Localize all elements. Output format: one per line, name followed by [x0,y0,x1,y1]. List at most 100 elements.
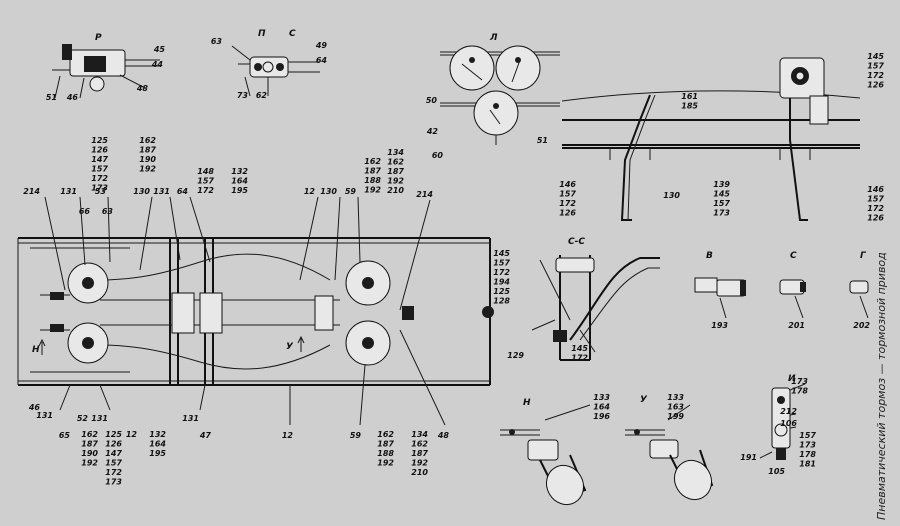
callout-number: 145 [713,190,730,199]
view-r-valve [52,44,160,99]
callout-number: 60 [432,151,444,160]
callout-number: 162 [81,430,98,439]
callout-number: 173 [91,184,108,193]
callout-number: 181 [799,460,816,469]
callout-number: 131 [182,414,199,423]
callout-number: 210 [387,186,404,195]
callout-number: 105 [768,467,785,476]
callout-number: 145 [571,344,588,353]
callout-number: 196 [593,412,610,421]
callout-number: 192 [139,165,156,174]
callout-number: 50 [426,96,438,105]
callout-number: 178 [791,387,808,396]
callout-number: 157 [559,190,576,199]
callout-number: 201 [788,321,805,330]
callout-number: 187 [364,167,381,176]
view-letter: У [286,342,294,352]
callout-number: 133 [593,393,610,402]
view-letter: В [706,251,713,261]
callout-number: 190 [139,155,156,164]
callout-number: 148 [197,167,214,176]
callout-number: 162 [387,158,404,167]
callout-number: 172 [91,174,108,183]
callout-number: 147 [105,449,122,458]
callout-number: 187 [81,440,98,449]
main-plan-view [17,196,494,426]
section-cc [531,255,660,361]
callout-number: 192 [387,177,404,186]
callout-number: 126 [91,146,108,155]
callout-number: 44 [151,60,164,69]
callout-number: 193 [711,321,728,330]
callout-number: 64 [316,56,328,65]
callout-number: 59 [345,187,357,196]
callout-number: 162 [411,440,428,449]
callout-number: 125 [91,136,108,145]
view-letter: С-С [568,237,585,247]
view-letter: П [258,29,266,39]
callout-number: 202 [853,321,870,330]
callout-number: 145 [493,249,510,258]
callout-number: 172 [571,354,588,363]
callout-number: 51 [46,93,57,102]
callout-number: 157 [713,199,730,208]
callout-number: 126 [559,209,576,218]
view-letter: С [790,251,797,261]
callout-number: 126 [867,214,884,223]
callout-number: 172 [105,468,122,477]
view-letter: Г [860,251,867,261]
callout-number: 46 [66,93,79,102]
callout-number: 49 [315,41,328,50]
callout-number: 172 [493,268,510,277]
callout-number: 146 [559,180,576,189]
callout-number: 130 [663,191,680,200]
callout-number: 173 [713,209,730,218]
callout-number: 164 [231,177,248,186]
view-letter: Н [32,345,40,355]
callout-number: 172 [867,71,884,80]
callout-number: 131 [91,414,108,423]
callout-number: 188 [364,176,381,185]
callout-number: 63 [211,37,223,46]
callout-number: 64 [177,187,189,196]
callout-number: 132 [231,167,248,176]
callout-number: 172 [559,199,576,208]
view-p-fitting [231,45,320,97]
view-letters: Р П С Л С-С В С Г Н У И Н У [32,29,867,408]
callout-number: 164 [149,440,166,449]
view-letter: Л [489,33,498,43]
callout-number: 66 [79,207,91,216]
callout-number: 192 [81,459,98,468]
callout-number: 131 [60,187,77,196]
callout-number: 53 [95,187,107,196]
callout-number: 65 [59,431,71,440]
callout-number: 146 [867,185,884,194]
callout-number: 147 [91,155,108,164]
callout-number: 132 [149,430,166,439]
callout-number: 157 [91,165,108,174]
callout-number: 46 [28,403,41,412]
callout-number: 47 [199,431,212,440]
callout-number: 187 [377,440,394,449]
view-l-chambers [440,45,560,145]
callout-number: 199 [667,412,684,421]
view-letter: Р [95,33,102,43]
callout-number: 187 [139,146,156,155]
callout-number: 126 [867,81,884,90]
callout-number: 131 [153,187,170,196]
callout-number: 190 [81,449,98,458]
callout-number: 187 [411,449,428,458]
detail-i [759,383,806,460]
callout-number: 173 [799,441,816,450]
